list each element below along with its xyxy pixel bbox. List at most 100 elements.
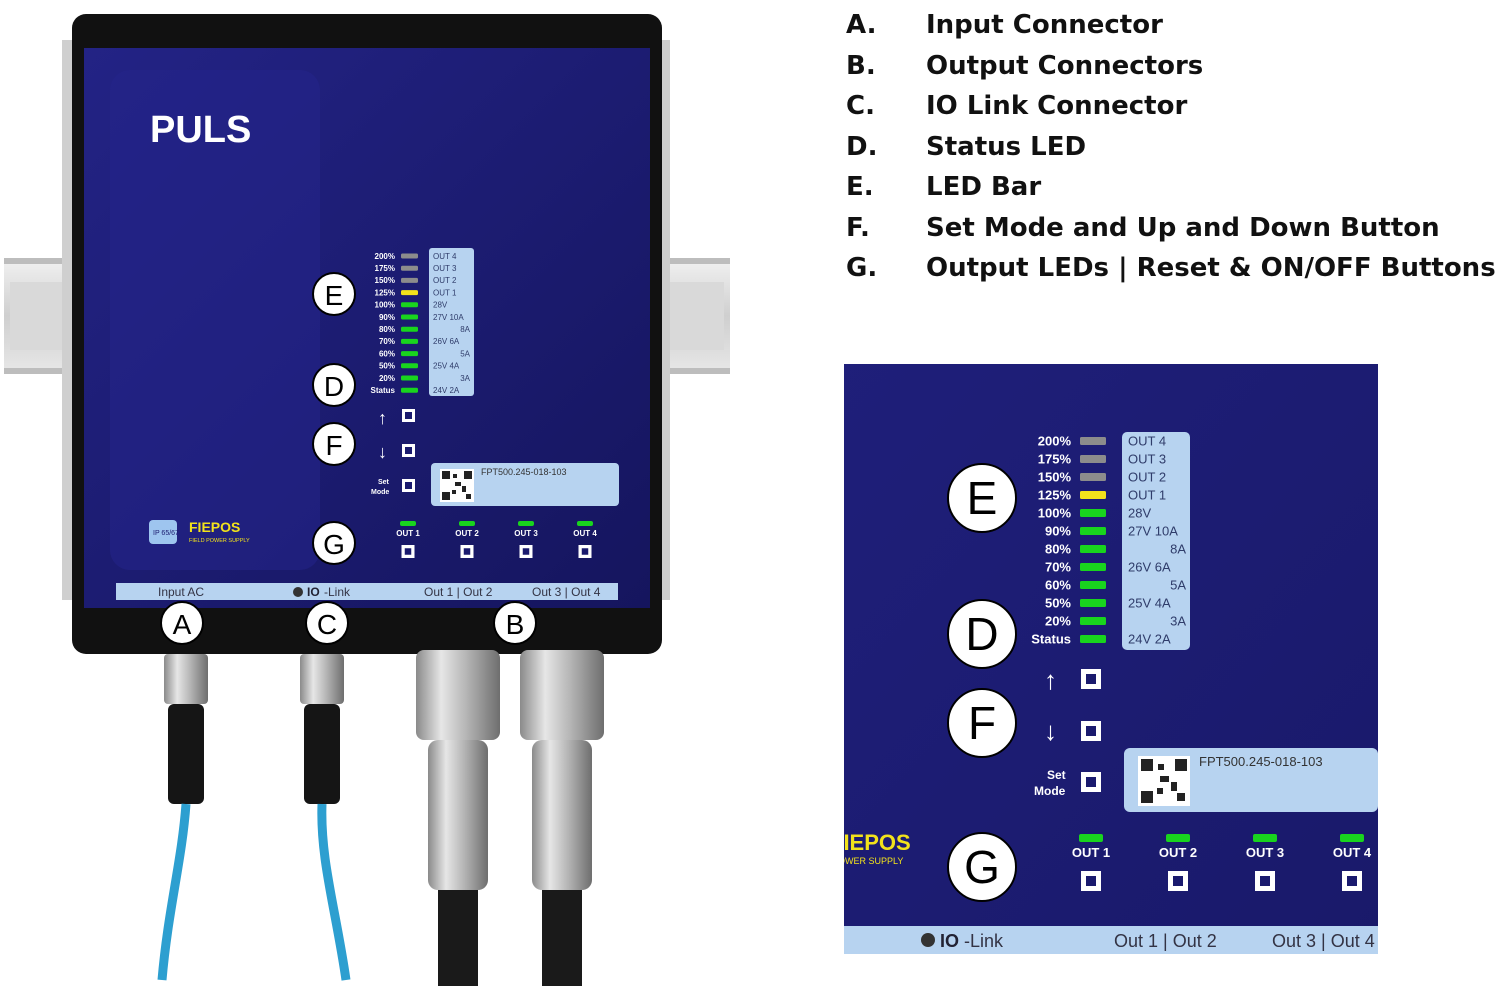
- up-arrow-icon: ↑: [378, 408, 387, 428]
- device-illustration: PULS IP 65/67 FIEPOS FIELD POWER SUPPLY …: [4, 14, 730, 986]
- led-segment: [1080, 617, 1106, 625]
- output-led: [459, 521, 475, 526]
- led-segment: [401, 314, 418, 320]
- led-percent-label: 50%: [1045, 596, 1071, 611]
- inset-fiepos-subtitle-partial: FIELD POWER SUPPLY: [844, 856, 903, 866]
- io-link-icon: [293, 587, 303, 597]
- led-percent-label: 90%: [379, 313, 395, 322]
- svg-text:F: F: [968, 697, 996, 749]
- mode-label: Mode: [371, 489, 389, 496]
- output-connectors: [416, 650, 604, 986]
- led-segment: [401, 363, 418, 369]
- output-button-inner: [1260, 876, 1270, 886]
- fiepos-logo: FIEPOS: [189, 519, 240, 535]
- bottom-label-strip: [116, 583, 618, 600]
- svg-text:E: E: [967, 472, 998, 524]
- output-label: OUT 4: [573, 529, 597, 538]
- led-segment: [1080, 509, 1106, 517]
- led-right-label: OUT 4: [1128, 434, 1166, 449]
- svg-text:E: E: [325, 280, 344, 311]
- led-right-label: 3A: [1170, 614, 1186, 629]
- led-right-label: 24V 2A: [433, 386, 460, 395]
- output-label: OUT 2: [455, 529, 479, 538]
- inset-out12-label: Out 1 | Out 2: [1114, 931, 1217, 951]
- led-right-label: OUT 2: [433, 276, 457, 285]
- led-percent-label: 80%: [1045, 542, 1071, 557]
- inset-io-link-label-bold: IO: [940, 931, 959, 951]
- led-percent-label: 70%: [379, 337, 395, 346]
- inset-set-label: Set: [1047, 768, 1066, 782]
- inset-fiepos-logo-partial: FIEPOS: [844, 830, 911, 855]
- led-percent-label: 100%: [1038, 506, 1072, 521]
- output-led: [400, 521, 416, 526]
- led-percent-label: 175%: [1038, 452, 1072, 467]
- led-percent-label: 150%: [375, 276, 395, 285]
- led-percent-label: 60%: [1045, 578, 1071, 593]
- led-percent-label: Status: [371, 386, 396, 395]
- led-right-label: 8A: [460, 325, 470, 334]
- inset-led-bar: 200%175%150%125%100%90%80%70%60%50%20%St…: [1031, 434, 1106, 647]
- led-right-label: OUT 2: [1128, 470, 1166, 485]
- svg-text:C: C: [317, 609, 337, 640]
- svg-text:D: D: [324, 371, 344, 402]
- led-segment: [401, 302, 418, 308]
- qr-code-icon: [440, 469, 474, 502]
- led-right-label: 28V: [433, 301, 448, 310]
- led-right-label: 3A: [460, 374, 470, 383]
- callout-e: E: [312, 272, 356, 316]
- svg-text:G: G: [323, 529, 345, 560]
- output-button-inner: [1173, 876, 1183, 886]
- led-right-label: 24V 2A: [1128, 632, 1171, 647]
- ip-badge: [149, 520, 177, 544]
- output-label: OUT 4: [1333, 845, 1372, 860]
- output-led: [518, 521, 534, 526]
- brand-logo: PULS: [150, 109, 251, 151]
- output-led: [577, 521, 593, 526]
- out12-label: Out 1 | Out 2: [424, 585, 493, 599]
- led-segment: [1080, 635, 1106, 643]
- inset-out34-label: Out 3 | Out 4: [1272, 931, 1375, 951]
- svg-text:D: D: [965, 608, 998, 660]
- led-segment: [401, 326, 418, 332]
- input-ac-label: Input AC: [158, 585, 204, 599]
- output-button-inner: [1086, 876, 1096, 886]
- io-link-label: -Link: [324, 585, 351, 599]
- led-right-label: OUT 3: [1128, 452, 1166, 467]
- led-segment: [401, 290, 418, 296]
- io-link-label-bold: IO: [307, 585, 320, 599]
- output-button-inner: [581, 548, 589, 555]
- output-label: OUT 3: [1246, 845, 1284, 860]
- led-right-label: OUT 1: [433, 288, 457, 297]
- led-percent-label: 80%: [379, 325, 395, 334]
- io-link-connector: [300, 654, 351, 981]
- led-right-label: 8A: [1170, 542, 1186, 557]
- led-right-label: OUT 3: [433, 264, 457, 273]
- callout-f: F: [312, 422, 356, 466]
- output-button-inner: [522, 548, 530, 555]
- led-segment: [401, 265, 418, 271]
- inset-callout-g: G: [947, 832, 1017, 902]
- led-percent-label: 200%: [375, 252, 395, 261]
- callout-d: D: [312, 363, 356, 407]
- inset-mode-label: Mode: [1034, 784, 1066, 798]
- led-bar: 200%175%150%125%100%90%80%70%60%50%20%St…: [371, 252, 418, 395]
- output-led: [1166, 834, 1190, 842]
- led-percent-label: 125%: [375, 288, 395, 297]
- led-segment: [1080, 455, 1106, 463]
- led-percent-label: 70%: [1045, 560, 1071, 575]
- callout-c: C: [305, 601, 349, 645]
- model-number: FPT500.245-018-103: [481, 467, 567, 477]
- led-percent-label: 200%: [1038, 434, 1072, 449]
- led-percent-label: 125%: [1038, 488, 1072, 503]
- led-segment: [1080, 437, 1106, 445]
- led-percent-label: 175%: [375, 264, 395, 273]
- set-label: Set: [378, 479, 390, 486]
- inset-io-link-icon: [921, 933, 935, 947]
- led-right-label: OUT 4: [433, 252, 457, 261]
- callout-b: B: [493, 601, 537, 645]
- inset-io-link-label: -Link: [964, 931, 1004, 951]
- led-right-label: 28V: [1128, 506, 1151, 521]
